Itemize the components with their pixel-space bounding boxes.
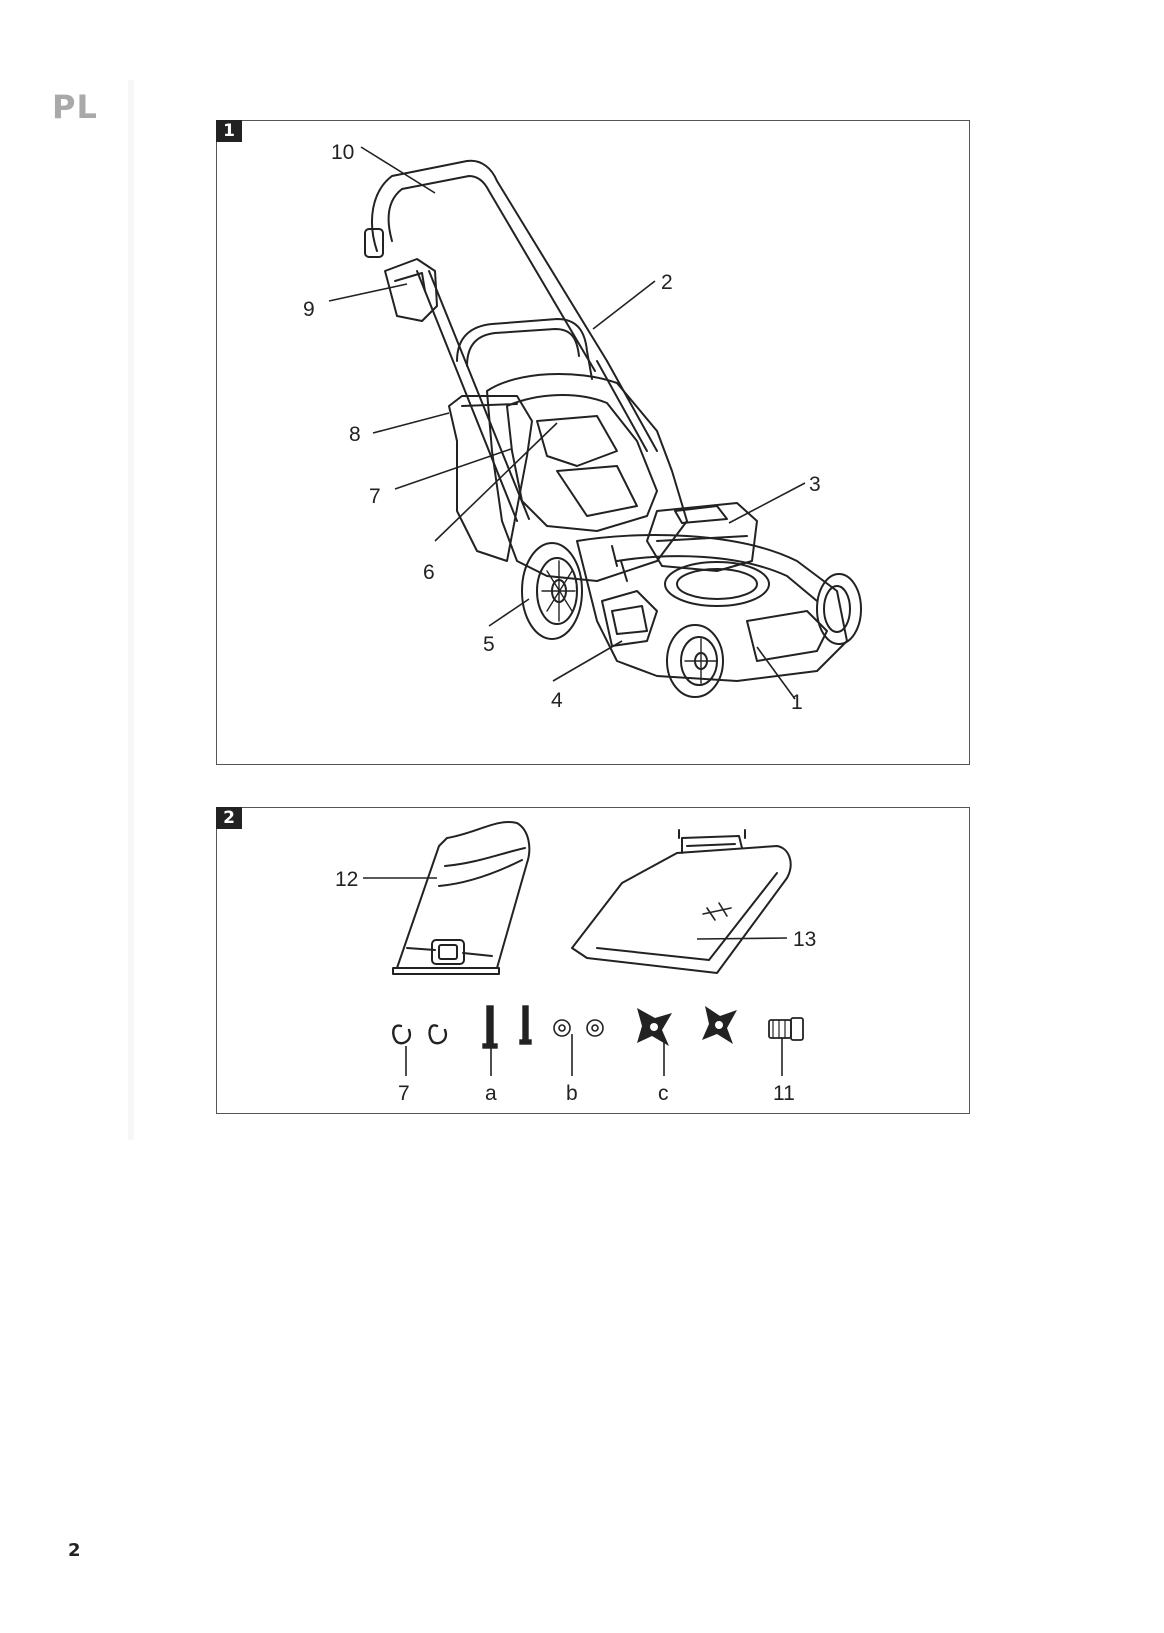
callout-7-clips: 7 [398,1082,410,1105]
figure-2-panel: 2 [216,807,970,1114]
callout-1: 1 [791,691,803,714]
page-number: 2 [68,1540,81,1561]
callout-6: 6 [423,561,435,584]
callout-3: 3 [809,473,821,496]
lawnmower-illustration: 10 2 9 3 8 7 6 5 4 1 [217,121,971,766]
callout-12: 12 [335,868,358,891]
callout-9: 9 [303,298,315,321]
figure-1-panel: 1 [216,120,970,765]
accessories-illustration: 12 13 7 a b c 11 [217,808,971,1115]
callout-4: 4 [551,689,563,712]
callout-5: 5 [483,633,495,656]
callout-a: a [485,1082,497,1105]
callout-13: 13 [793,928,816,951]
callout-7: 7 [369,485,381,508]
language-code: PL [52,88,98,126]
callout-11: 11 [773,1082,795,1105]
callout-c: c [658,1082,669,1105]
callout-b: b [566,1082,578,1105]
callout-2: 2 [661,271,673,294]
margin-strip [128,80,134,1140]
callout-10: 10 [331,141,354,164]
callout-8: 8 [349,423,361,446]
